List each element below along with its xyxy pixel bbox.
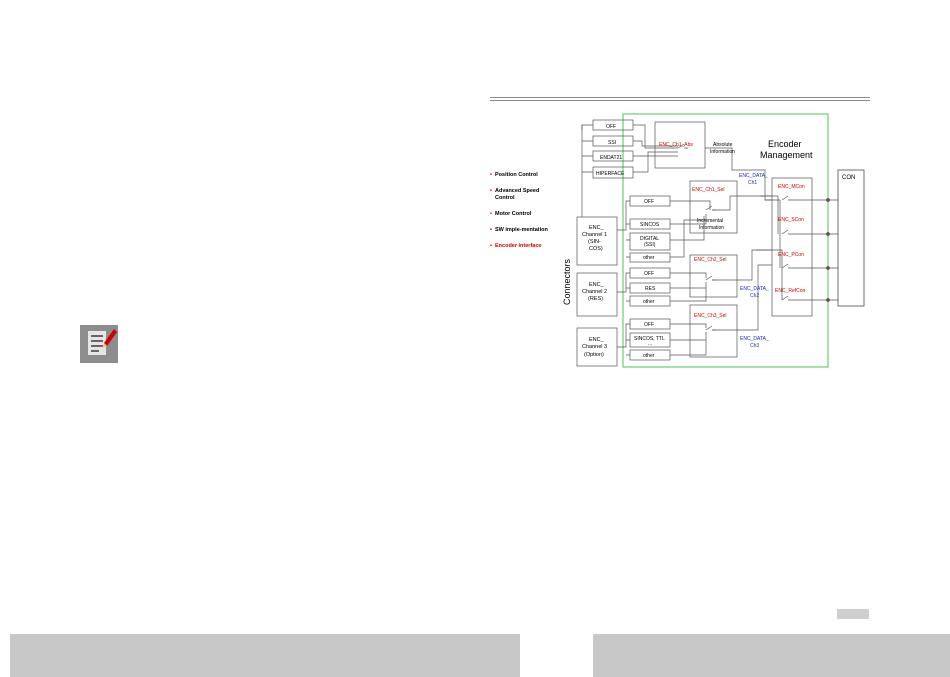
enc-data-ch3-label-2: Ch3: [750, 343, 759, 349]
nav-label: Position Control: [495, 172, 538, 178]
footer-bar-right: [593, 634, 950, 677]
channel1-label-3: (SIN-: [588, 239, 601, 245]
ch1-input-off: OFF: [644, 199, 654, 205]
abs-input-endat: ENDAT21: [600, 155, 622, 161]
ch1-sel-label: ENC_Ch1_Sel: [692, 187, 725, 193]
bullet-icon: •: [490, 243, 492, 249]
pcon-switch-label: ENC_PCon: [778, 252, 804, 258]
ch2-input-res: RES: [645, 286, 656, 292]
channel3-label-2: Channel 3: [582, 344, 607, 350]
ch1-input-sincos: SINCOS: [640, 222, 660, 228]
nav-item-sw-implementation[interactable]: • SW imple-mentation: [490, 227, 560, 234]
nav-item-encoder-interface[interactable]: • Encoder interface: [490, 243, 560, 250]
ch1-input-other: other: [643, 255, 655, 261]
absolute-info-label-2: Information: [710, 149, 735, 155]
bullet-icon: •: [490, 172, 492, 178]
section-nav: • Position Control • Advanced Speed Cont…: [490, 172, 560, 259]
ch3-input-sincos-ttl: SINCOS, TTL: [634, 336, 665, 342]
encoder-management-title-2: Management: [760, 150, 813, 160]
scon-switch-label: ENC_SCon: [778, 217, 804, 223]
nav-label: Advanced Speed Control: [495, 188, 540, 201]
absolute-info-label: Absolute: [713, 142, 733, 148]
channel2-label: ENC_: [589, 282, 605, 288]
nav-label: Encoder interface: [495, 243, 542, 249]
connectors-label: Connectors: [562, 258, 572, 305]
ch3-input-ellipsis: ...: [648, 341, 652, 347]
ch2-input-other: other: [643, 299, 655, 305]
ch2-input-off: OFF: [644, 271, 654, 277]
abs-input-hiperface: HIPERFACE: [596, 171, 625, 177]
nav-item-advanced-speed-control[interactable]: • Advanced Speed Control: [490, 188, 560, 202]
refcon-switch-label: ENC_RefCon: [775, 288, 806, 294]
enc-data-ch1-label-2: Ch1: [748, 180, 757, 186]
ch3-input-off: OFF: [644, 322, 654, 328]
channel3-label: ENC_: [589, 337, 605, 343]
bullet-icon: •: [490, 227, 492, 233]
nav-label: Motor Control: [495, 211, 532, 217]
ch2-sel-label: ENC_Ch2_Sel: [694, 257, 727, 263]
footer-bar-left: [10, 634, 520, 677]
channel1-label-4: COS): [589, 246, 603, 252]
channel3-label-3: (Option): [584, 352, 604, 358]
nav-item-position-control[interactable]: • Position Control: [490, 172, 560, 179]
mcon-switch-label: ENC_MCon: [778, 184, 805, 190]
encoder-management-title: Encoder: [768, 139, 802, 149]
page-number-box: [837, 609, 869, 619]
channel1-label-2: Channel 1: [582, 232, 607, 238]
encoder-diagram: Connectors Encoder Management CON OFF SS…: [562, 113, 865, 368]
notepad-pencil-icon: [80, 325, 118, 363]
bullet-icon: •: [490, 188, 492, 194]
header-rule: [490, 97, 870, 101]
channel2-label-3: (RES): [588, 296, 603, 302]
con-label: CON: [842, 175, 855, 181]
incremental-info-label: Incremental: [697, 218, 723, 224]
enc-data-ch1-label: ENC_DATA_: [739, 173, 768, 179]
abs-input-ssi: SSI: [608, 140, 616, 146]
channel2-label-2: Channel 2: [582, 289, 607, 295]
nav-label: SW imple-mentation: [495, 227, 548, 233]
abs-input-off: OFF: [606, 124, 616, 130]
bullet-icon: •: [490, 211, 492, 217]
ch1-input-digital: DIGITAL: [640, 236, 659, 242]
enc-data-ch2-label: ENC_DATA_: [740, 286, 769, 292]
enc-data-ch3-label: ENC_DATA_: [740, 336, 769, 342]
ch1-input-ssi: (SSI): [644, 242, 656, 248]
incremental-info-label-2: Information: [699, 225, 724, 231]
nav-item-motor-control[interactable]: • Motor Control: [490, 211, 560, 218]
ch3-input-other: other: [643, 353, 655, 359]
ch3-sel-label: ENC_Ch3_Sel: [694, 313, 727, 319]
channel1-label: ENC_: [589, 225, 605, 231]
abs-switch-label: ENC_Ch1_Abs: [659, 142, 693, 148]
enc-data-ch2-label-2: Ch2: [750, 293, 759, 299]
